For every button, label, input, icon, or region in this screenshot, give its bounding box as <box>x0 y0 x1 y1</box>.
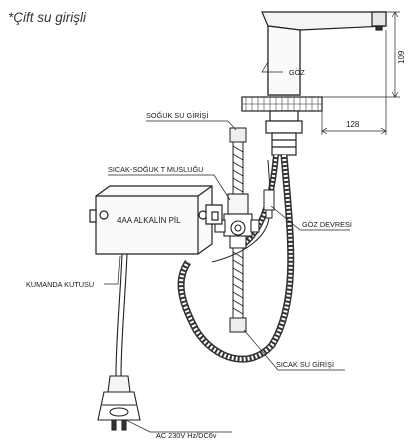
label-goz: GÖZ <box>289 68 305 77</box>
label-cold-water-inlet: SOĞUK SU GİRİŞİ <box>146 111 208 120</box>
control-box-label: 4AA ALKALİN PİL <box>117 216 181 225</box>
label-power: AC 230V Hz/DC6v <box>156 431 217 440</box>
width-dimension: 128 <box>346 120 360 129</box>
label-eye-circuit: GÖZ DEVRESİ <box>302 220 352 229</box>
hoses <box>177 154 295 363</box>
t-valve <box>214 193 260 249</box>
label-t-valve: SICAK-SOĞUK T MUSLUĞU <box>108 165 203 174</box>
label-control-box: KUMANDA KUTUSU <box>26 280 94 289</box>
diagram-title: *Çift su girişli <box>8 10 87 25</box>
control-box <box>89 185 223 255</box>
cold-water-pipe <box>229 127 247 195</box>
height-dimension: 109 <box>397 50 406 64</box>
hot-water-pipe <box>229 247 247 333</box>
eye-circuit <box>211 159 275 263</box>
power-plug <box>97 375 141 431</box>
leader-lines <box>104 61 350 433</box>
faucet <box>241 11 387 156</box>
dimension-lines <box>300 11 400 135</box>
label-hot-water-inlet: SICAK SU GİRİŞİ <box>276 360 334 369</box>
power-cable <box>115 253 128 377</box>
